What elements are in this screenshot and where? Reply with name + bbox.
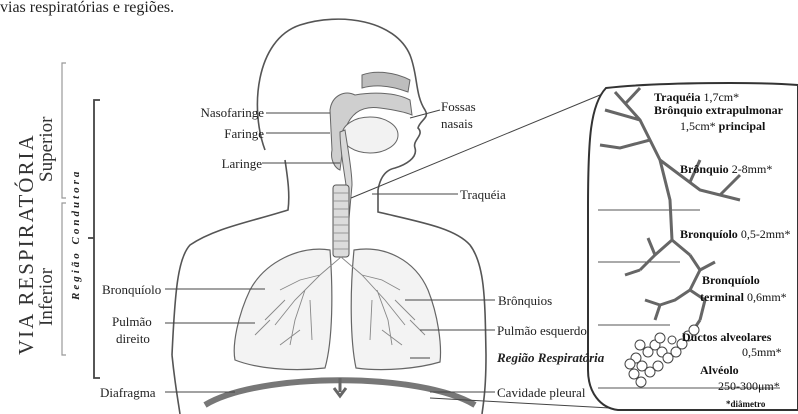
- inset-footnote: *diâmetro: [726, 400, 765, 410]
- inset-bronquiolo-size: 0,5-2mm*: [741, 227, 791, 241]
- inset-bronquio-extra-size: 1,5cm*: [680, 119, 716, 133]
- laringe-label: Laringe: [222, 157, 262, 170]
- faringe-label: Faringe: [224, 127, 264, 140]
- fossas-nasais-label-2: nasais: [441, 117, 473, 130]
- condutora-bracket: [94, 100, 100, 378]
- inset-principal: principal: [719, 119, 766, 133]
- inset-alveolo-size: 250-300μm*: [718, 380, 780, 393]
- inset-bronquiolo-terminal-size: 0,6mm*: [747, 290, 787, 304]
- inset-bronquiolo-terminal-line: terminal 0,6mm*: [700, 291, 787, 304]
- pulmao-direito-label-1: Pulmão: [112, 315, 152, 328]
- inferior-bracket: [62, 203, 66, 355]
- inset-alveolo-name: Alvéolo: [700, 364, 739, 377]
- right-lung: [234, 249, 332, 369]
- inset-bronquio-extra-line: 1,5cm* principal: [680, 120, 765, 133]
- inset-bronquio-name: Brônquio: [680, 162, 729, 176]
- pulmao-direito-label-2: direito: [116, 332, 150, 345]
- header-fragment: vias respiratórias e regiões.: [0, 0, 174, 16]
- inferior-label: Inferior: [36, 268, 58, 326]
- inset-bronquiolo-terminal-2: terminal: [700, 290, 744, 304]
- superior-label: Superior: [36, 117, 58, 182]
- regiao-condutora-label: Região Condutora: [70, 169, 82, 300]
- bronquios-label: Brônquios: [498, 294, 552, 307]
- inset-bronquiolo-terminal-1: Bronquíolo: [702, 274, 760, 287]
- left-lung: [351, 249, 440, 370]
- inset-traqueia-size: 1,7cm*: [703, 90, 739, 104]
- inset-bronquio-size: 2-8mm*: [732, 162, 773, 176]
- pulmao-esquerdo-label: Pulmão esquerdo: [497, 324, 587, 337]
- inset-bronquiolo-name: Bronquíolo: [680, 227, 738, 241]
- lungs: [234, 249, 440, 370]
- fossas-nasais-label-1: Fossas: [441, 100, 476, 113]
- inset-bronquio: Brônquio 2-8mm*: [680, 163, 772, 176]
- inset-ductos-size: 0,5mm*: [742, 346, 782, 359]
- inset-ductos-name: Ductos alveolares: [682, 331, 771, 344]
- nasofaringe-label: Nasofaringe: [200, 106, 264, 119]
- trachea: [333, 185, 349, 257]
- superior-bracket: [62, 63, 66, 198]
- diafragma-label: Diafragma: [100, 386, 156, 399]
- inset-bronquio-extra: Brônquio extrapulmonar: [654, 104, 783, 117]
- inset-bronquiolo: Bronquíolo 0,5-2mm*: [680, 228, 790, 241]
- inset-traqueia-name: Traquéia: [654, 90, 700, 104]
- bronquiolo-label: Bronquíolo: [102, 283, 161, 296]
- traqueia-label: Traquéia: [460, 188, 506, 201]
- cavidade-pleural-label: Cavidade pleural: [497, 386, 585, 399]
- regiao-respiratoria-label: Região Respiratória: [497, 351, 604, 364]
